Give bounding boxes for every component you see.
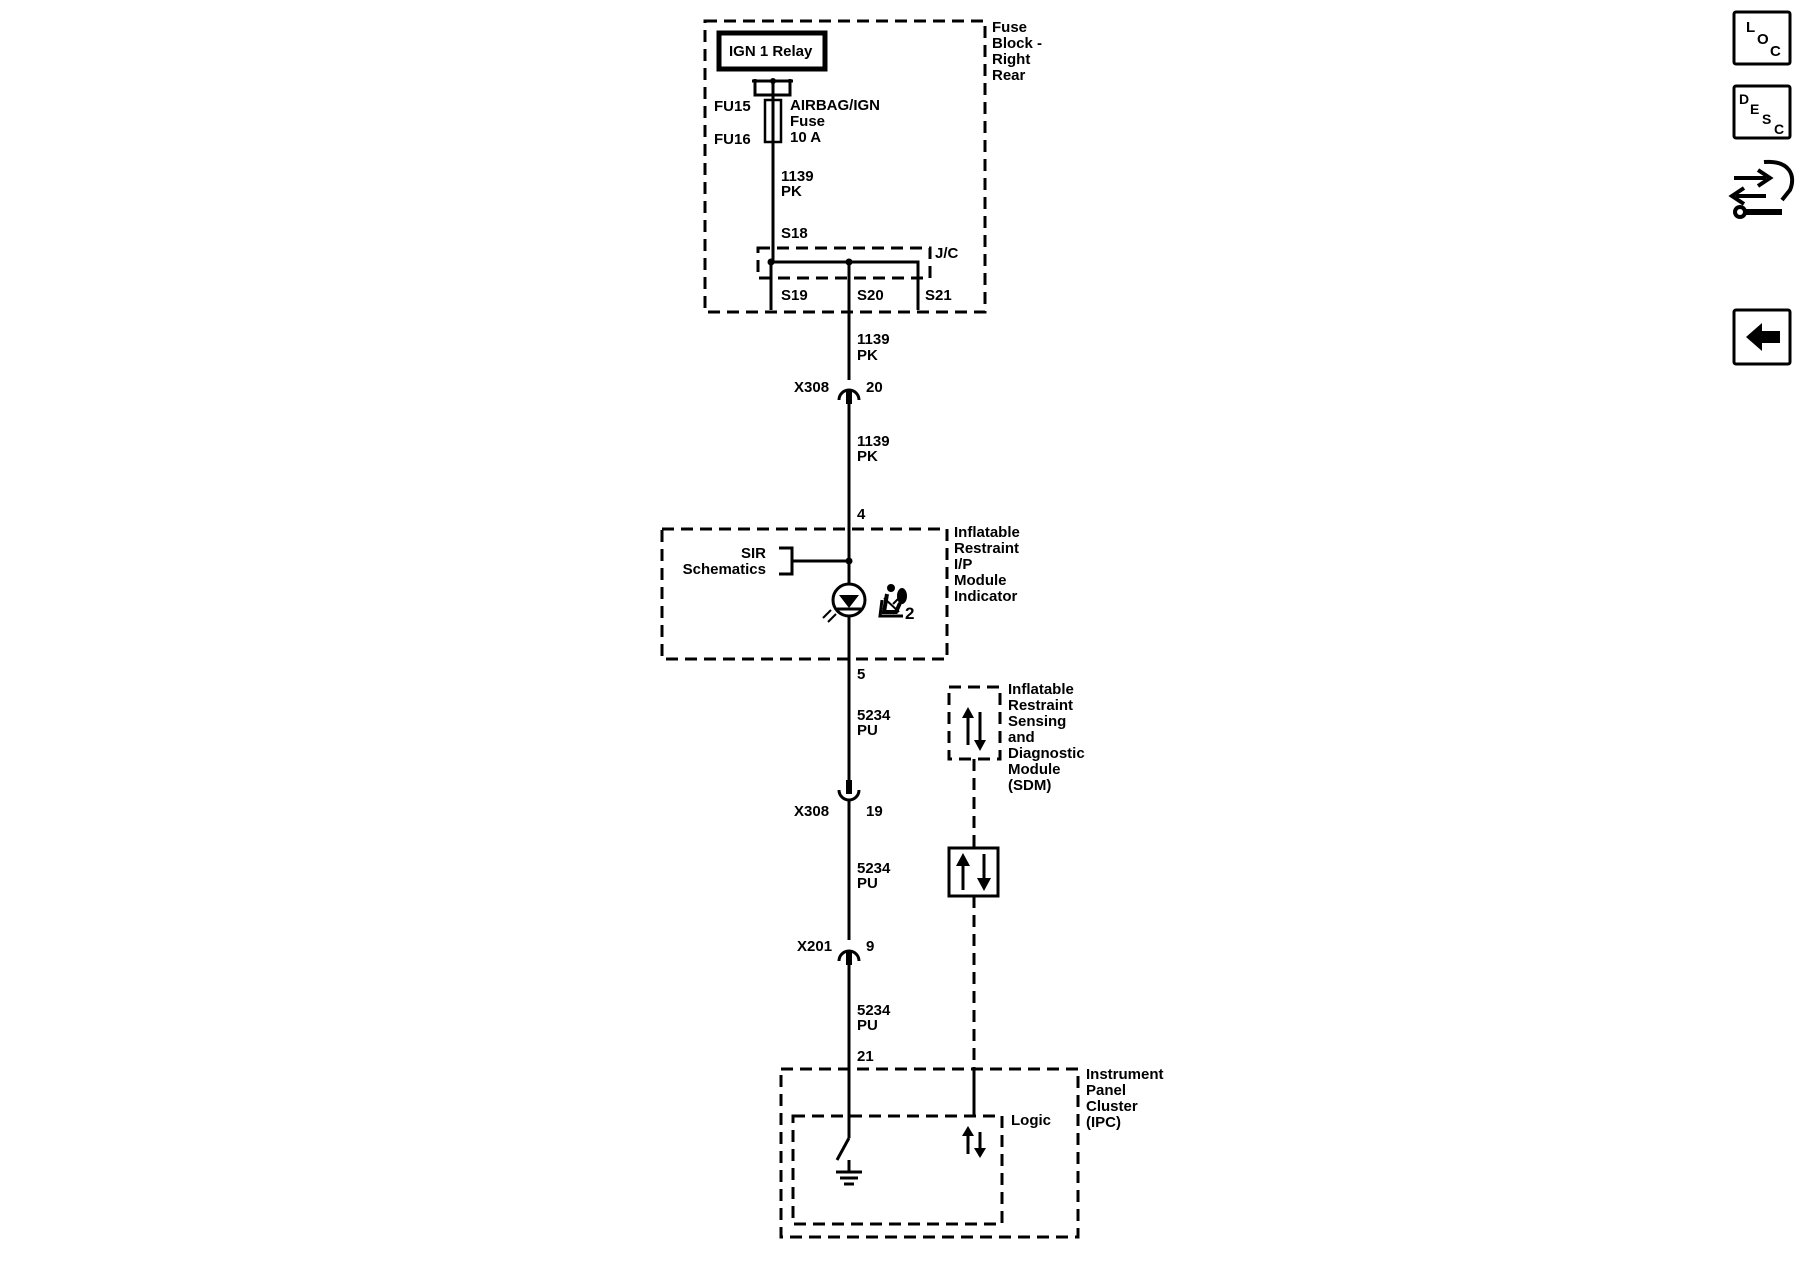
serial-data-bus-icon: [947, 846, 1000, 898]
connector-x201-pin-number: 9: [866, 938, 874, 955]
fuse-block-title-4: Rear: [992, 67, 1026, 84]
ground-icon: [836, 1170, 862, 1186]
indicator-title-1: Inflatable: [954, 524, 1020, 541]
ign1-relay-label: IGN 1 Relay: [729, 43, 813, 60]
fuse-name-2: Fuse: [790, 113, 825, 130]
led-emit-ray-1: [827, 613, 837, 623]
location-letter-c: C: [1770, 43, 1781, 60]
wire-1-color: PK: [857, 347, 878, 364]
indicator-title-3: I/P: [954, 556, 972, 573]
splice-node-s20: [845, 258, 853, 266]
splice-s20-label: S20: [857, 287, 884, 304]
fuse-block: Fuse Block - Right Rear IGN 1 Relay FU15…: [703, 19, 1042, 380]
ipc-pin-21: 21: [857, 1048, 874, 1065]
fuse-terminal-fu16: FU16: [714, 131, 751, 148]
jc-label: J/C: [935, 245, 959, 262]
location-letter-l: L: [1746, 19, 1755, 36]
led-diode-icon: [839, 595, 859, 608]
sir-reference-2: Schematics: [683, 561, 766, 578]
sdm-title-6: Module: [1008, 761, 1061, 778]
wire-4-circuit: 5234: [857, 860, 891, 877]
indicator-title-2: Restraint: [954, 540, 1019, 557]
wire-3-circuit: 5234: [857, 707, 891, 724]
indicator-module: 4 Inflatable Restraint I/P Module Indica…: [660, 506, 1020, 683]
fuse-wire-circuit: 1139: [781, 168, 814, 185]
ipc-title-1: Instrument: [1086, 1066, 1164, 1083]
fuse-block-boundary: [703, 19, 987, 314]
sdm-title-7: (SDM): [1008, 777, 1051, 794]
sir-reference-node: [845, 557, 853, 565]
indicator-module-boundary: [660, 527, 949, 661]
sdm-title-5: Diagnostic: [1008, 745, 1085, 762]
back-arrow-icon: [1746, 323, 1780, 351]
fuse-wire-color: PK: [781, 183, 802, 200]
splice-s21-label: S21: [925, 287, 952, 304]
sdm-boundary: [947, 685, 1002, 761]
connector-x201-name: X201: [797, 938, 832, 955]
connector-x308-a-name: X308: [794, 379, 829, 396]
location-letter-o: O: [1757, 31, 1769, 48]
sdm-data-arrows-icon: [962, 707, 986, 751]
splice-s19-label: S19: [781, 287, 808, 304]
wire-2-circuit: 1139: [857, 433, 890, 450]
sdm-module: Inflatable Restraint Sensing and Diagnos…: [947, 681, 1085, 794]
connector-x308-a-pin: 20: [866, 379, 883, 396]
connector-x308-b-pin: 19: [866, 803, 883, 820]
description-letter-e: E: [1750, 101, 1759, 117]
wire-5-circuit: 5234: [857, 1002, 891, 1019]
fuse-block-title-1: Fuse: [992, 19, 1027, 36]
ipc-logic-label: Logic: [1011, 1112, 1051, 1129]
junction-bus: [771, 260, 920, 310]
fuse-rating: 10 A: [790, 129, 821, 146]
description-letter-s: S: [1762, 111, 1771, 127]
wire-4-color: PU: [857, 875, 878, 892]
fuse-terminal-fu15: FU15: [714, 98, 751, 115]
wire-3-color: PU: [857, 722, 878, 739]
ign1-relay-box: [716, 30, 828, 72]
sdm-title-1: Inflatable: [1008, 681, 1074, 698]
splice-node-s18: [767, 258, 775, 266]
sdm-title-4: and: [1008, 729, 1035, 746]
wire-5-color: PU: [857, 1017, 878, 1034]
ipc-title-2: Panel: [1086, 1082, 1126, 1099]
description-letter-c: C: [1774, 121, 1784, 137]
ipc-switch-icon: [835, 1137, 851, 1161]
airbag-warning-icon: [878, 584, 907, 618]
junction-connector-boundary: [756, 246, 932, 280]
led-emit-ray-2: [822, 609, 832, 619]
ipc-data-arrows-icon: [962, 1126, 986, 1158]
splice-s18-label: S18: [781, 225, 808, 242]
back-button[interactable]: [1732, 308, 1792, 366]
indicator-title-4: Module: [954, 572, 1007, 589]
wire-2-color: PK: [857, 448, 878, 465]
ipc-boundary: [779, 1067, 1080, 1239]
description-letter-d: D: [1739, 91, 1749, 107]
connector-x308-pin19: X308 19: [794, 780, 883, 820]
wire-1-circuit: 1139: [857, 331, 890, 348]
ipc-logic-boundary: [791, 1114, 1004, 1226]
indicator-pin-4: 4: [857, 506, 866, 523]
ipc-title-4: (IPC): [1086, 1114, 1121, 1131]
ipc-module: 21 Instrument Panel Cluster (IPC) Logic: [779, 1048, 1164, 1239]
indicator-title-5: Indicator: [954, 588, 1018, 605]
indicator-symbol-number: 2: [905, 604, 914, 623]
fuse-block-title-2: Block -: [992, 35, 1042, 52]
sdm-title-3: Sensing: [1008, 713, 1066, 730]
ipc-title-3: Cluster: [1086, 1098, 1138, 1115]
sir-reference-bracket: [779, 546, 794, 576]
sdm-title-2: Restraint: [1008, 697, 1073, 714]
fuse-name-1: AIRBAG/IGN: [790, 97, 880, 114]
fuse-block-title-3: Right: [992, 51, 1030, 68]
connector-x308-b-name: X308: [794, 803, 829, 820]
connector-x308-pin20: X308 20: [794, 379, 883, 404]
description-button[interactable]: D E S C: [1732, 84, 1792, 140]
location-button[interactable]: L O C: [1732, 10, 1792, 66]
sir-reference-1: SIR: [741, 545, 766, 562]
connector-x201-pin9: X201 9: [797, 938, 874, 965]
connector-service-icon[interactable]: [1728, 159, 1795, 219]
indicator-pin-5: 5: [857, 666, 865, 683]
